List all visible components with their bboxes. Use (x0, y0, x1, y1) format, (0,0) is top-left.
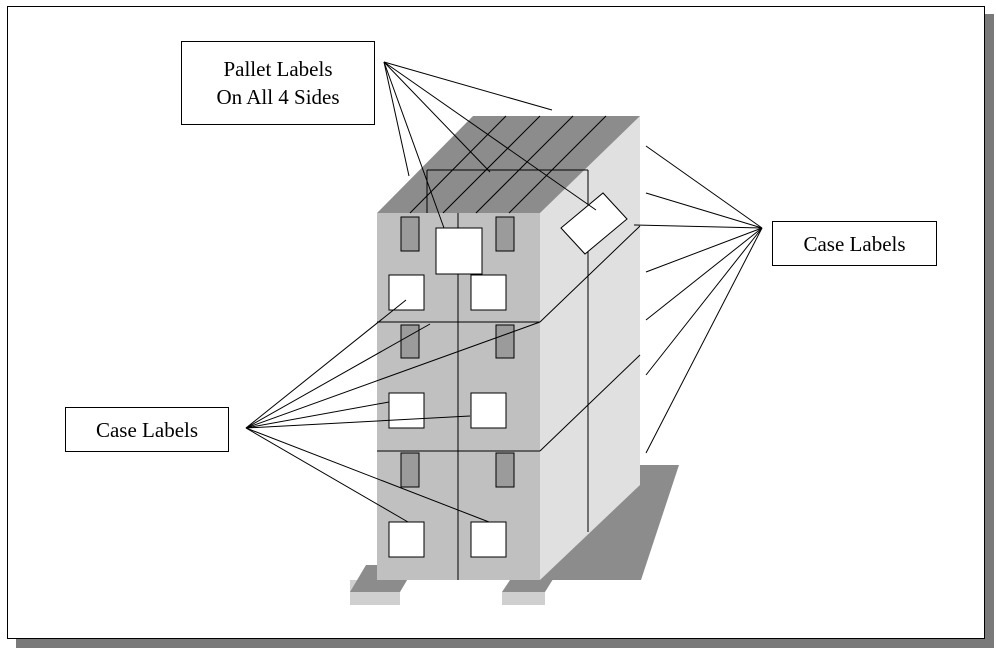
pallet-skid-right (502, 592, 545, 605)
pallet-leader-lines (383, 61, 597, 229)
top-lines (409, 115, 607, 532)
case-labels-callout-left: Case Labels (65, 407, 229, 452)
stack-top-face (377, 116, 640, 213)
pallet-label-front (435, 227, 483, 275)
frame-shadow (985, 14, 994, 648)
frame-shadow (16, 639, 994, 648)
left-case-leader-lines (245, 299, 541, 523)
right-case-leader-lines (633, 145, 763, 454)
white-case-labels (388, 274, 507, 558)
pallet-labels-callout: Pallet Labels On All 4 Sides (181, 41, 375, 125)
case-labels-callout-right: Case Labels (772, 221, 937, 266)
